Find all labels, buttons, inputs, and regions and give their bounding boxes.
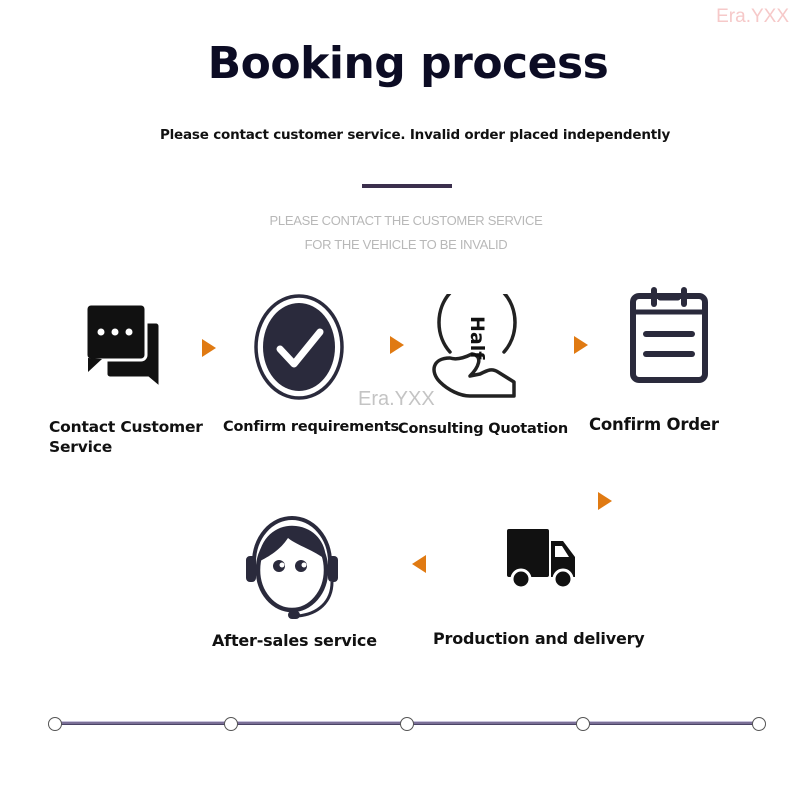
arrow-left-icon: [412, 555, 426, 573]
step-confirm-order: Confirm Order: [588, 284, 748, 444]
arrow-right-icon: [574, 336, 588, 354]
step-label: Confirm Order: [589, 415, 719, 434]
timeline-node: [400, 717, 414, 731]
step-label: After-sales service: [212, 631, 377, 650]
truck-icon: [507, 529, 575, 590]
step-label: Consulting Quotation: [398, 421, 569, 437]
chat-bubbles-icon: [84, 302, 162, 392]
arrow-right-icon: [202, 339, 216, 357]
timeline-node: [752, 717, 766, 731]
timeline-node: [224, 717, 238, 731]
step-consulting-quotation: Half Consulting Quotation: [396, 292, 569, 442]
step-after-sales-service: After-sales service: [210, 508, 390, 658]
step-label: Contact Customer Service: [49, 417, 203, 457]
timeline-node: [576, 717, 590, 731]
step-label: Production and delivery: [433, 629, 645, 648]
check-circle-icon: [254, 294, 344, 400]
step-contact-customer-service: Contact Customer Service: [48, 300, 218, 460]
hand-quote-text: Half: [466, 316, 488, 360]
step-production-delivery: Production and delivery: [430, 525, 650, 655]
step-label-line2: Service: [49, 438, 113, 456]
english-note-line2: FOR THE VEHICLE TO BE INVALID: [304, 237, 508, 252]
arrow-right-icon: [390, 336, 404, 354]
hand-quote-icon: Half: [432, 294, 517, 398]
title-divider: [362, 184, 452, 188]
watermark-top: Era.YXX: [716, 6, 789, 27]
watermark-mid: Era.YXX: [358, 388, 435, 410]
step-label-line1: Contact Customer: [49, 418, 203, 436]
timeline-node: [48, 717, 62, 731]
english-note-line1: PLEASE CONTACT THE CUSTOMER SERVICE: [269, 213, 543, 228]
headset-agent-icon: [246, 516, 338, 619]
step-confirm-requirements: Confirm requirements: [222, 292, 399, 442]
step-label: Confirm requirements: [223, 419, 399, 435]
clipboard-icon: [630, 287, 708, 383]
arrow-right-icon: [598, 492, 612, 510]
page-title: Booking process: [207, 38, 609, 89]
subtitle: Please contact customer service. Invalid…: [159, 127, 671, 143]
